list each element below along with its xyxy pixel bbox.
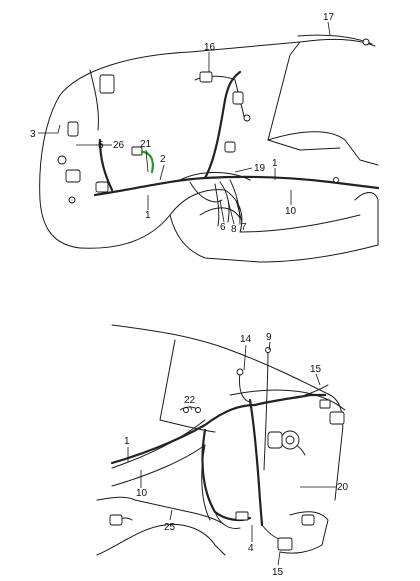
lower-body-outline xyxy=(96,324,346,556)
callout-16: 16 xyxy=(204,42,216,53)
callout-7: 7 xyxy=(241,222,247,233)
callout-14: 14 xyxy=(240,334,252,345)
callout-22: 22 xyxy=(184,395,196,406)
callout-8: 8 xyxy=(231,224,237,235)
upper-callouts: 17 16 3 5 26 21 2 19 1 10 1 6 8 7 xyxy=(30,12,335,235)
callout-20: 20 xyxy=(337,482,349,493)
callout-26: 26 xyxy=(113,140,125,151)
upper-connectors xyxy=(57,38,370,204)
lower-main-harness xyxy=(110,349,329,541)
callout-2: 2 xyxy=(160,154,166,165)
callout-10: 10 xyxy=(136,488,148,499)
callout-6: 6 xyxy=(220,222,226,233)
callout-4: 4 xyxy=(248,543,254,554)
lower-callouts: 14 9 15 22 1 10 20 25 4 15 xyxy=(124,332,349,578)
part-21-highlighted-wire xyxy=(140,150,154,174)
callout-15-bottom: 15 xyxy=(272,567,284,578)
callout-9: 9 xyxy=(266,332,272,343)
callout-17: 17 xyxy=(323,12,335,23)
upper-body-outline xyxy=(39,38,379,263)
lower-connectors xyxy=(109,347,345,551)
callout-19: 19 xyxy=(254,163,266,174)
callout-3: 3 xyxy=(30,129,36,140)
callout-1: 1 xyxy=(272,158,278,169)
upper-main-harness xyxy=(93,34,380,227)
callout-21: 21 xyxy=(140,139,152,150)
callout-1: 1 xyxy=(124,436,130,447)
callout-25: 25 xyxy=(164,522,176,533)
callout-1-lower-left: 1 xyxy=(145,210,151,221)
upper-diagram: 17 16 3 5 26 21 2 19 1 10 1 6 8 7 xyxy=(30,12,380,263)
upper-leader-lines xyxy=(38,21,331,225)
lower-leader-lines xyxy=(127,341,336,566)
lower-diagram: 14 9 15 22 1 10 20 25 4 15 xyxy=(96,324,349,578)
callout-15: 15 xyxy=(310,364,322,375)
callout-10: 10 xyxy=(285,206,297,217)
callout-5: 5 xyxy=(98,140,104,151)
